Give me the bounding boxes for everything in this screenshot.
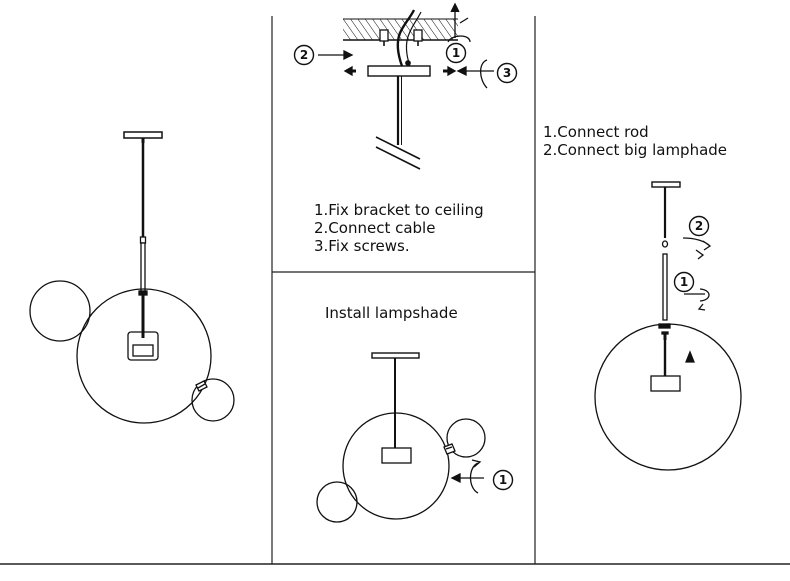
marker-label: 3 xyxy=(502,66,512,80)
small-shade-top xyxy=(446,418,486,458)
mounting-plate xyxy=(367,65,431,77)
ceiling-screw-right xyxy=(413,29,423,46)
step-marker-2 xyxy=(688,215,710,237)
step-marker-1 xyxy=(492,469,514,491)
ceiling-canopy-2 xyxy=(371,352,420,359)
step-text: 1.Fix bracket to ceiling xyxy=(314,201,484,219)
marker-label: 2 xyxy=(694,219,704,233)
step-text: 3.Fix screws. xyxy=(314,237,410,255)
small-shade-left xyxy=(29,280,91,342)
small-shade-bottom xyxy=(316,481,358,523)
step-marker-1 xyxy=(673,271,695,293)
section-title: Install lampshade xyxy=(325,304,458,322)
ceiling-bracket-figure xyxy=(318,2,494,170)
marker-label: 2 xyxy=(299,48,309,62)
big-lampshade xyxy=(76,288,212,424)
big-lampshade-2 xyxy=(342,412,450,520)
lamp-rod-3 xyxy=(662,253,668,321)
connect-rod-figure xyxy=(594,181,742,471)
step-marker-3 xyxy=(496,62,518,84)
step-marker-2 xyxy=(293,44,315,66)
power-cable xyxy=(396,9,416,67)
big-lampshade-3 xyxy=(594,323,742,471)
lamp-rod xyxy=(140,242,146,293)
step-marker-1 xyxy=(445,42,467,64)
small-shade-right xyxy=(191,378,235,422)
marker-label: 1 xyxy=(498,473,508,487)
marker-label: 1 xyxy=(679,275,689,289)
panel-dividers xyxy=(0,16,790,565)
markers-middle-bottom xyxy=(492,469,514,491)
marker-label: 1 xyxy=(451,46,461,60)
light-source-3 xyxy=(650,375,681,392)
rod-joint xyxy=(139,236,147,244)
light-source xyxy=(127,331,159,361)
assembled-lamp xyxy=(29,131,235,424)
light-source-2 xyxy=(381,447,412,464)
step-text: 2.Connect cable xyxy=(314,219,436,237)
ceiling-canopy xyxy=(123,131,163,139)
install-lampshade-figure xyxy=(316,352,486,523)
ceiling-screw-left xyxy=(379,29,389,46)
step-text: 1.Connect rod xyxy=(543,123,649,141)
markers-right xyxy=(673,215,710,293)
shade-clip-2 xyxy=(443,443,456,455)
ceiling-canopy-3 xyxy=(651,181,681,188)
markers-middle-top xyxy=(293,42,518,84)
step-text: 2.Connect big lamphade xyxy=(543,141,728,159)
